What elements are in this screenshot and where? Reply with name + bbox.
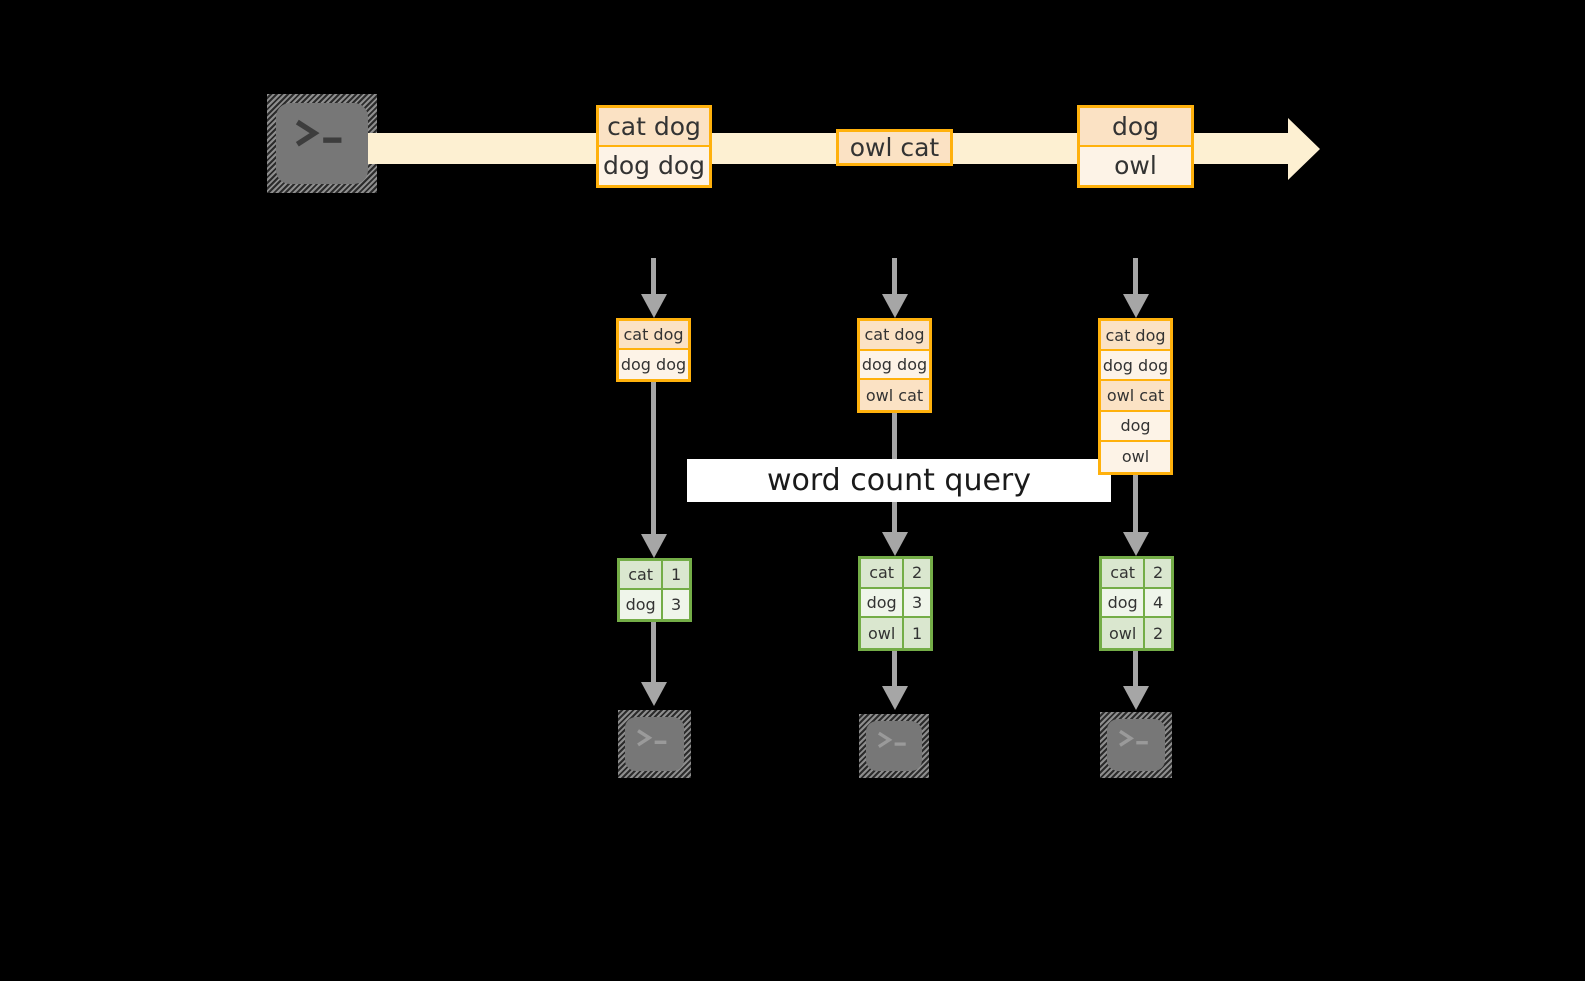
input-table-3-row: dog dog xyxy=(1101,351,1170,382)
terminal-screen xyxy=(1107,719,1165,771)
feed-connector-2 xyxy=(892,258,897,296)
query-connector-3-arrowhead-icon xyxy=(1123,532,1149,556)
result-word-cell: dog xyxy=(620,590,664,619)
source-terminal-icon xyxy=(267,94,377,193)
sink-connector-1-arrowhead-icon xyxy=(641,682,667,706)
result-count-cell: 3 xyxy=(663,590,689,619)
sink-terminal-icon-1 xyxy=(618,710,691,778)
input-table-2: cat dog dog dog owl cat xyxy=(857,318,932,413)
terminal-screen xyxy=(625,717,684,771)
input-table-2-row: cat dog xyxy=(860,321,929,351)
stream-batch-1-line: cat dog xyxy=(599,108,709,147)
stream-batch-1: cat dog dog dog xyxy=(596,105,712,188)
sink-terminal-icon-2 xyxy=(859,714,929,778)
result-count-cell: 2 xyxy=(1145,618,1171,648)
prompt-caret-underscore-icon xyxy=(875,728,914,753)
stream-batch-3-line: owl xyxy=(1080,146,1191,185)
query-label-band: word count query xyxy=(687,459,1111,502)
query-connector-3 xyxy=(1133,475,1138,538)
result-count-cell: 1 xyxy=(904,618,930,648)
input-table-1-row: dog dog xyxy=(619,350,688,379)
result-word-cell: owl xyxy=(861,618,905,648)
query-connector-1 xyxy=(651,382,656,539)
input-table-2-row: dog dog xyxy=(860,350,929,381)
result-table-3-row: cat 2 xyxy=(1102,559,1171,589)
result-count-cell: 2 xyxy=(1145,559,1171,587)
result-word-cell: cat xyxy=(861,559,905,587)
result-table-2-row: cat 2 xyxy=(861,559,930,589)
result-table-1-row: dog 3 xyxy=(620,590,689,619)
input-table-3-row: dog xyxy=(1101,411,1170,442)
feed-connector-3-arrowhead-icon xyxy=(1123,294,1149,318)
result-word-cell: cat xyxy=(620,561,664,589)
query-connector-1-arrowhead-icon xyxy=(641,534,667,558)
feed-connector-2-arrowhead-icon xyxy=(882,294,908,318)
input-table-3-row: cat dog xyxy=(1101,321,1170,352)
stream-batch-2: owl cat xyxy=(836,129,953,166)
result-count-cell: 3 xyxy=(904,588,930,617)
feed-connector-1-arrowhead-icon xyxy=(641,294,667,318)
stream-arrowhead-icon xyxy=(1288,118,1320,180)
prompt-caret-underscore-icon xyxy=(1116,726,1157,752)
stream-batch-3-line: dog xyxy=(1080,108,1191,147)
sink-terminal-icon-3 xyxy=(1100,712,1172,778)
sink-connector-1 xyxy=(651,622,656,687)
result-table-2-row: owl 1 xyxy=(861,618,930,648)
stream-batch-1-line: dog dog xyxy=(599,146,709,185)
terminal-screen xyxy=(276,103,368,184)
result-table-2-row: dog 3 xyxy=(861,588,930,619)
feed-connector-3 xyxy=(1133,258,1138,296)
result-table-1: cat 1 dog 3 xyxy=(617,558,692,622)
result-table-3: cat 2 dog 4 owl 2 xyxy=(1099,556,1174,651)
feed-connector-1 xyxy=(651,258,656,296)
input-table-3-row: owl cat xyxy=(1101,381,1170,412)
stream-batch-3: dog owl xyxy=(1077,105,1194,188)
result-count-cell: 1 xyxy=(663,561,689,589)
query-label-text: word count query xyxy=(766,463,1032,498)
input-table-3: cat dog dog dog owl cat dog owl xyxy=(1098,318,1173,475)
sink-connector-2 xyxy=(892,651,897,691)
result-word-cell: cat xyxy=(1102,559,1146,587)
prompt-caret-underscore-icon xyxy=(634,725,675,752)
input-table-3-row: owl xyxy=(1101,441,1170,473)
result-table-3-row: owl 2 xyxy=(1102,618,1171,648)
query-connector-2-arrowhead-icon xyxy=(882,532,908,556)
result-word-cell: dog xyxy=(1102,588,1146,617)
result-table-3-row: dog 4 xyxy=(1102,588,1171,619)
result-count-cell: 2 xyxy=(904,559,930,587)
sink-connector-3 xyxy=(1133,651,1138,691)
result-count-cell: 4 xyxy=(1145,588,1171,617)
prompt-caret-underscore-icon xyxy=(291,114,355,155)
result-word-cell: owl xyxy=(1102,618,1146,648)
sink-connector-3-arrowhead-icon xyxy=(1123,686,1149,710)
input-table-1-row: cat dog xyxy=(619,321,688,350)
result-word-cell: dog xyxy=(861,588,905,617)
sink-connector-2-arrowhead-icon xyxy=(882,686,908,710)
terminal-screen xyxy=(866,721,922,771)
result-table-2: cat 2 dog 3 owl 1 xyxy=(858,556,933,651)
result-table-1-row: cat 1 xyxy=(620,561,689,591)
input-table-1: cat dog dog dog xyxy=(616,318,691,382)
input-table-2-row: owl cat xyxy=(860,380,929,411)
stream-batch-2-line: owl cat xyxy=(839,132,950,163)
